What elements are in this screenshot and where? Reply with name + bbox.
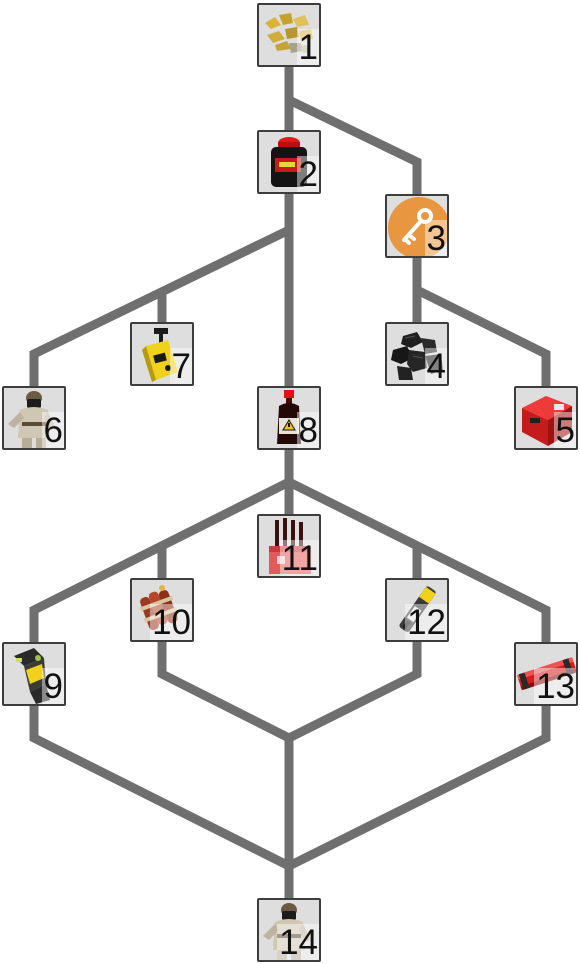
connector-8-9: [29, 477, 292, 642]
tree-node-7[interactable]: 7: [130, 322, 194, 386]
node-number: 14: [277, 923, 319, 962]
tree-node-11[interactable]: 11: [257, 514, 321, 578]
red-lid-jar-icon: [271, 137, 307, 187]
tree-node-13[interactable]: 13: [514, 642, 578, 706]
tree-node-2[interactable]: 2: [257, 130, 321, 194]
tree-node-12[interactable]: 12: [385, 578, 449, 642]
connector-3-5: [415, 285, 551, 386]
connector-13-14: [286, 706, 551, 871]
key-icon: [388, 197, 447, 256]
tree-node-9[interactable]: 9: [2, 642, 66, 706]
node-number: 7: [169, 347, 192, 386]
connector-10-merge: [157, 642, 292, 743]
red-cylinder-icon: [516, 657, 576, 691]
tree-node-1[interactable]: 1: [257, 3, 321, 67]
tree-node-4[interactable]: 4: [385, 322, 449, 386]
dynamite-box-icon: [269, 518, 311, 574]
tree-node-6[interactable]: 6: [2, 386, 66, 450]
node-number: 3: [424, 219, 447, 258]
connector-12-merge: [286, 642, 422, 743]
operator-figure-icon: [8, 391, 56, 448]
operator-figure-icon: [263, 903, 311, 960]
node-number: 5: [553, 411, 576, 450]
tree-node-3[interactable]: 3: [385, 194, 449, 258]
node-number: 11: [279, 539, 319, 578]
node-number: 1: [296, 28, 319, 67]
gadget-device-icon: [14, 648, 50, 704]
coal-lumps-icon: [391, 332, 443, 380]
node-number: 2: [296, 155, 319, 194]
chemical-bottle-icon: [277, 390, 301, 444]
connector-8-13: [286, 477, 551, 642]
node-number: 12: [405, 603, 447, 642]
multitool-icon: [399, 586, 436, 632]
connector-9-14: [29, 706, 292, 871]
detonator-icon: [142, 328, 178, 382]
node-number: 10: [150, 603, 192, 642]
bomb-cluster-icon: [139, 585, 178, 631]
red-toolbox-icon: [522, 396, 572, 446]
tree-node-14[interactable]: 14: [257, 898, 321, 962]
node-number: 4: [424, 347, 447, 386]
node-number: 6: [41, 411, 64, 450]
connector-2-6: [29, 225, 291, 386]
tree-node-8[interactable]: 8: [257, 386, 321, 450]
tree-node-10[interactable]: 10: [130, 578, 194, 642]
node-number: 8: [296, 411, 319, 450]
tree-node-5[interactable]: 5: [514, 386, 578, 450]
node-number: 9: [41, 667, 64, 706]
connector-1-3: [287, 95, 422, 194]
node-number: 13: [534, 667, 576, 706]
yellow-debris-icon: [265, 13, 313, 53]
